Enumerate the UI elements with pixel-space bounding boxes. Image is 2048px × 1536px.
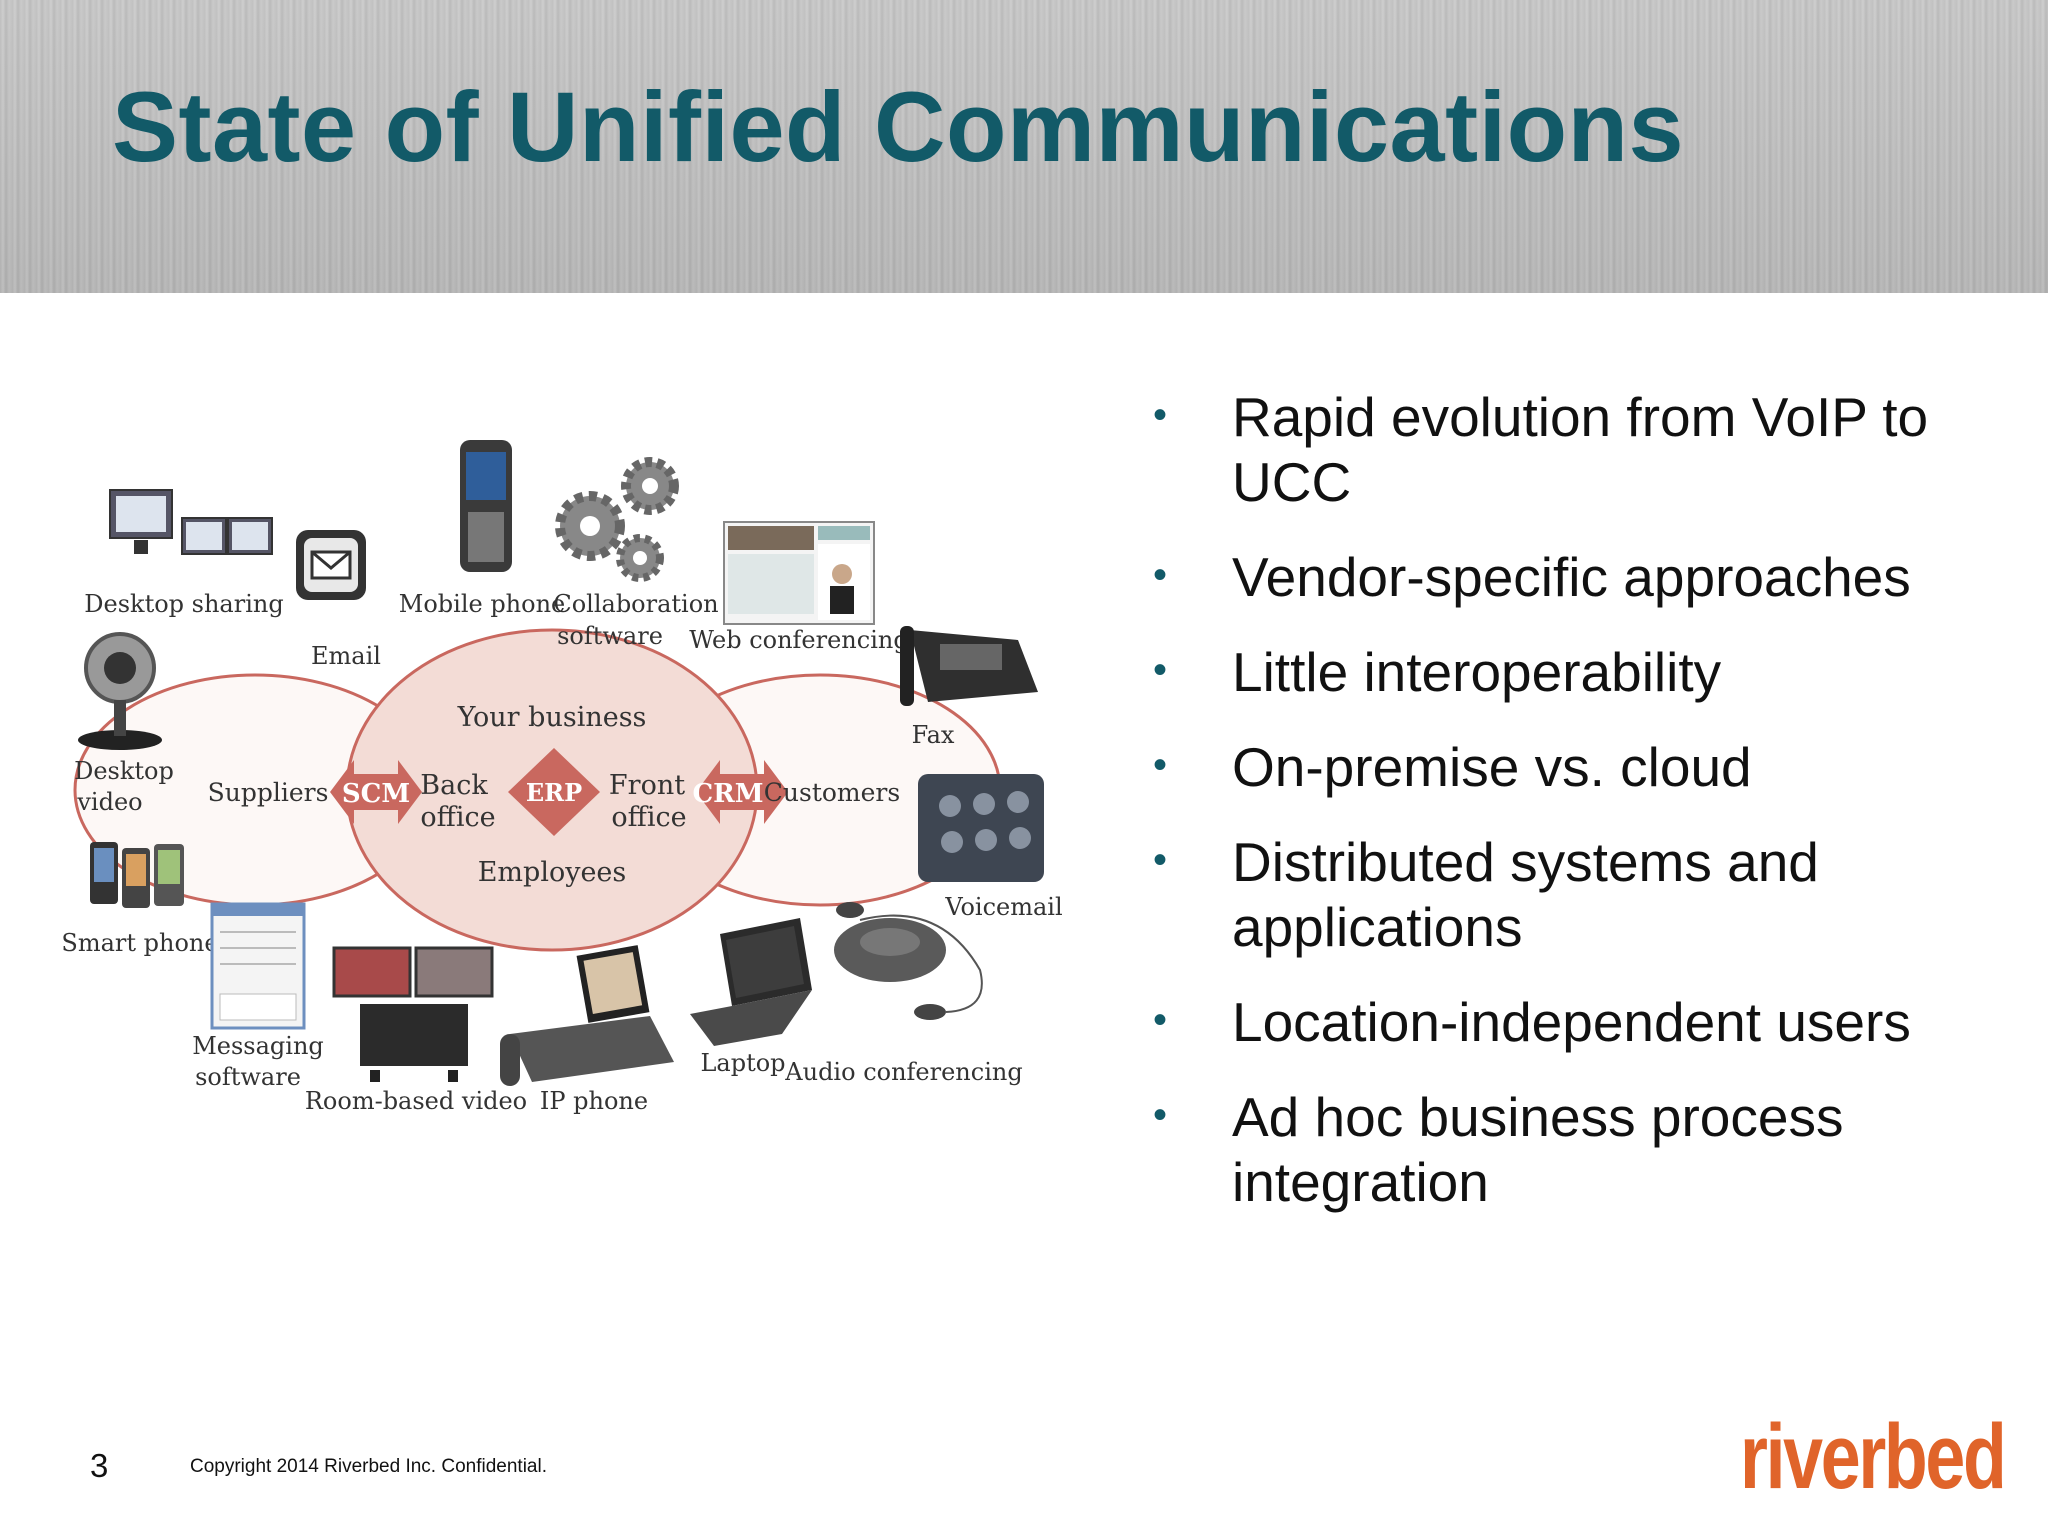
web-conferencing-label: Web conferencing [689, 626, 908, 654]
ip-phone-label: IP phone [540, 1087, 648, 1115]
back-office-line1: Back [420, 770, 488, 801]
fax-icon [900, 626, 1038, 706]
slide-title: State of Unified Communications [112, 71, 1685, 182]
svg-text:SCM: SCM [342, 779, 410, 809]
audio-conferencing-label: Audio conferencing [784, 1058, 1022, 1086]
back-office-line2: office [420, 802, 495, 833]
mobile-phone-label: Mobile phone [399, 590, 566, 618]
laptop-label: Laptop [700, 1049, 785, 1077]
bullet-dot-icon: • [1153, 998, 1168, 1042]
email-icon [296, 530, 366, 600]
gears-icon [555, 457, 679, 582]
collaboration-label-line2: software [557, 622, 663, 650]
bullet-item: •Rapid evolution from VoIP to UCC [1150, 385, 2010, 515]
svg-text:ERP: ERP [526, 778, 582, 807]
suppliers-label: Suppliers [208, 778, 329, 807]
voicemail-label: Voicemail [944, 893, 1062, 921]
copyright-notice: Copyright 2014 Riverbed Inc. Confidentia… [190, 1456, 547, 1477]
bullet-item: •Ad hoc business process integration [1150, 1085, 2010, 1215]
svg-text:CRM: CRM [692, 779, 763, 809]
conference-phone-icon [834, 902, 983, 1020]
desktop-video-label-line1: Desktop [74, 757, 174, 785]
desktop-sharing-icon [109, 489, 273, 555]
page-number: 3 [90, 1447, 109, 1484]
voicemail-icon [918, 774, 1044, 882]
bullet-item: •Vendor-specific approaches [1150, 545, 2010, 610]
bullet-dot-icon: • [1153, 743, 1168, 787]
smart-phone-label: Smart phone [61, 929, 218, 957]
bullet-item: •Little interoperability [1150, 640, 2010, 705]
header-banner [0, 0, 2048, 293]
messaging-icon [210, 902, 306, 1030]
customers-label: Customers [764, 778, 900, 807]
your-business-label: Your business [457, 702, 647, 733]
bullet-item: •Distributed systems and applications [1150, 830, 2010, 960]
room-video-icon [332, 946, 494, 1082]
email-label: Email [311, 642, 381, 670]
scm-arrow: SCM [330, 760, 422, 824]
bullet-item: •On-premise vs. cloud [1150, 735, 2010, 800]
mobile-phone-icon [460, 440, 512, 572]
bullet-dot-icon: • [1153, 648, 1168, 692]
fax-label: Fax [912, 721, 955, 749]
front-office-line1: Front [609, 770, 685, 801]
collaboration-label-line1: Collaboration [553, 590, 718, 618]
room-video-label: Room-based video [305, 1087, 527, 1115]
riverbed-logo: riverbed [1740, 1406, 2007, 1508]
ip-phone-icon [500, 945, 674, 1086]
bullet-list: •Rapid evolution from VoIP to UCC •Vendo… [1150, 385, 2010, 1245]
bullet-dot-icon: • [1153, 553, 1168, 597]
bullet-dot-icon: • [1153, 838, 1168, 882]
webcam-icon [78, 632, 162, 750]
employees-label: Employees [478, 857, 627, 888]
bullet-dot-icon: • [1153, 393, 1168, 437]
erp-diamond: ERP [508, 748, 600, 836]
desktop-sharing-label: Desktop sharing [84, 590, 283, 618]
web-conferencing-icon [723, 521, 875, 625]
messaging-label-line1: Messaging [192, 1032, 324, 1060]
front-office-line2: office [611, 802, 686, 833]
bullet-dot-icon: • [1153, 1093, 1168, 1137]
desktop-video-label-line2: video [76, 788, 142, 816]
laptop-icon [690, 918, 812, 1046]
crm-arrow: CRM [692, 760, 788, 824]
smart-phones-icon [90, 842, 184, 908]
bullet-item: •Location-independent users [1150, 990, 2010, 1055]
ucc-diagram: SCM ERP CRM Your business Suppliers Cust… [61, 440, 1063, 1115]
messaging-label-line2: software [195, 1063, 301, 1091]
